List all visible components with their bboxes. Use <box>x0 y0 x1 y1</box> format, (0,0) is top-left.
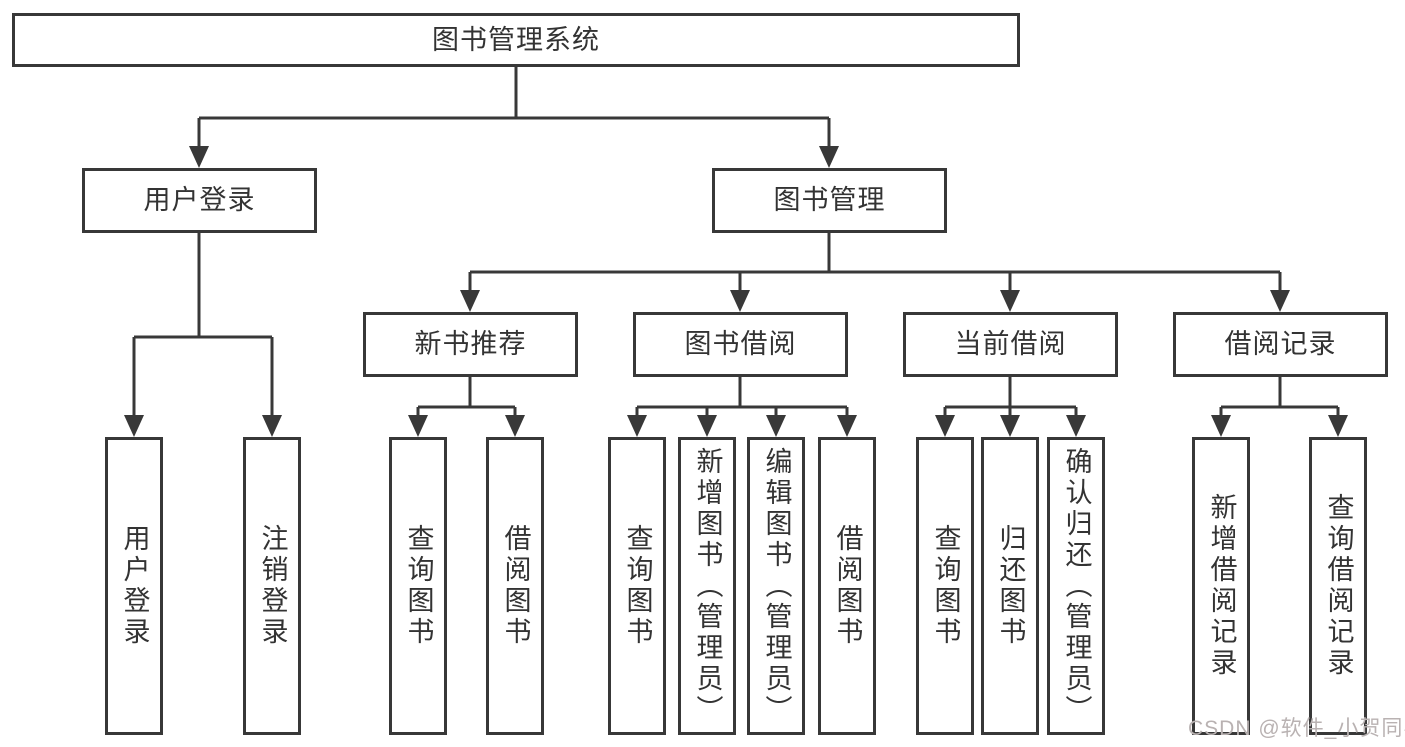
connector-user-login-to-leaves <box>124 233 282 437</box>
leaf-borrow-book-recommend: 借阅图书 <box>486 437 544 735</box>
node-user-login: 用户登录 <box>82 168 317 233</box>
node-new-book-recommend: 新书推荐 <box>363 312 578 377</box>
leaf-add-book-admin: 新增图书（管理员） <box>678 437 736 735</box>
leaf-add-borrow-record: 新增借阅记录 <box>1192 437 1250 735</box>
leaf-query-book-borrow: 查询图书 <box>608 437 666 735</box>
connector-current-borrow-to-leaves <box>935 377 1086 437</box>
connector-new-book-rec-to-leaves <box>408 377 525 437</box>
leaf-return-book: 归还图书 <box>981 437 1039 735</box>
leaf-query-book-recommend: 查询图书 <box>389 437 447 735</box>
leaf-confirm-return-admin: 确认归还（管理员） <box>1047 437 1105 735</box>
leaf-borrow-book: 借阅图书 <box>818 437 876 735</box>
leaf-query-book-current: 查询图书 <box>916 437 974 735</box>
csdn-watermark: CSDN @软件_小贺同学 <box>1188 717 1405 740</box>
node-book-borrow: 图书借阅 <box>633 312 848 377</box>
node-book-management: 图书管理 <box>712 168 947 233</box>
connector-root-to-level2 <box>189 67 839 168</box>
connector-book-borrow-to-leaves <box>627 377 857 437</box>
leaf-logout: 注销登录 <box>243 437 301 735</box>
node-current-borrow: 当前借阅 <box>903 312 1118 377</box>
connector-borrow-records-to-leaves <box>1211 377 1348 437</box>
connector-book-mgmt-to-level3 <box>460 233 1290 312</box>
leaf-query-borrow-record: 查询借阅记录 <box>1309 437 1367 735</box>
leaf-edit-book-admin: 编辑图书（管理员） <box>747 437 805 735</box>
node-root-library-system: 图书管理系统 <box>12 13 1020 67</box>
leaf-user-login: 用户登录 <box>105 437 163 735</box>
node-borrow-records: 借阅记录 <box>1173 312 1388 377</box>
